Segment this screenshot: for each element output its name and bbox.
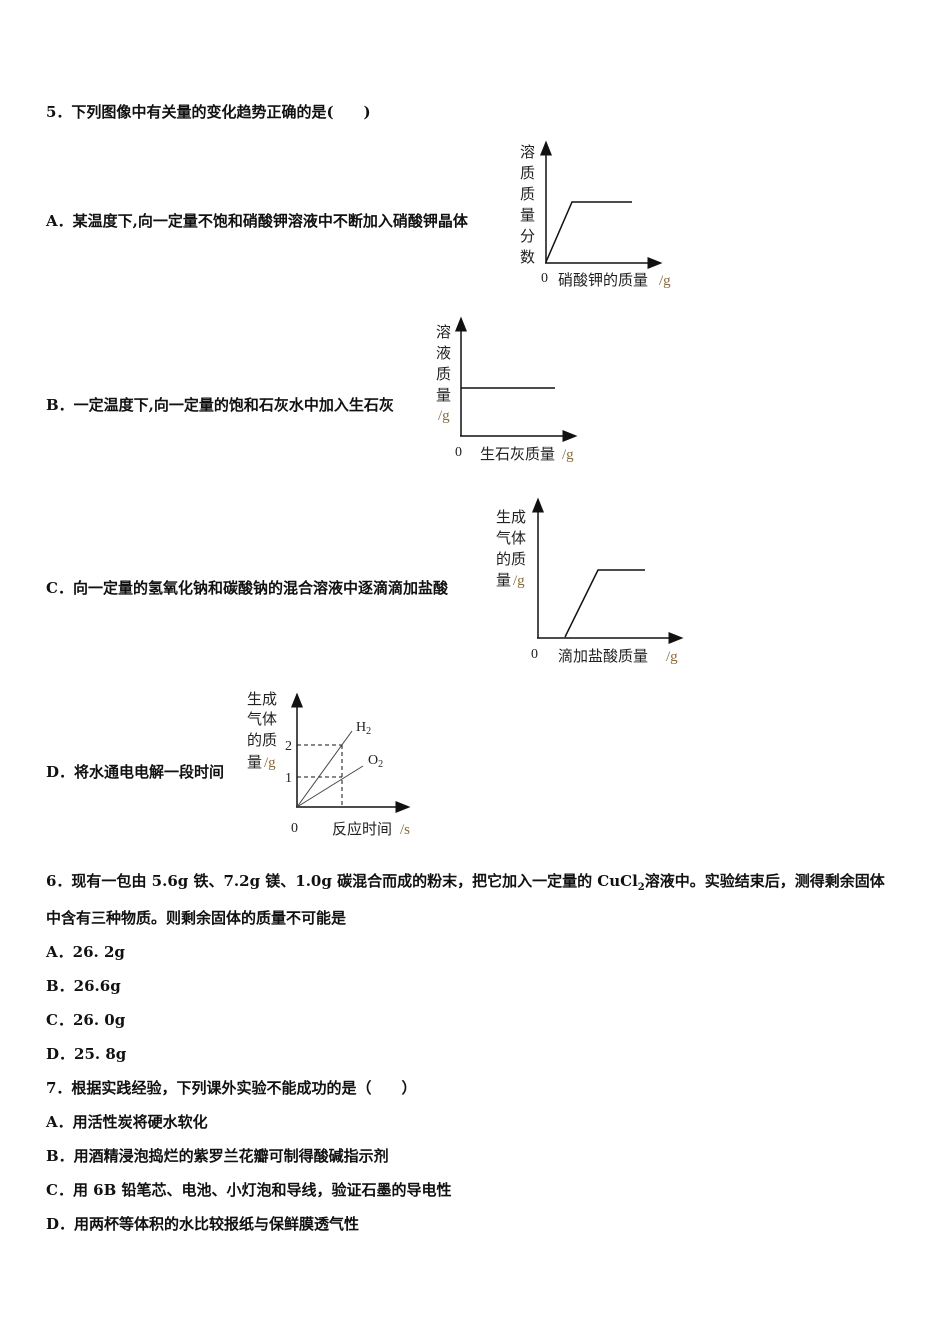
svg-text:/g: /g	[264, 755, 276, 771]
svg-text:溶: 溶	[520, 143, 535, 161]
svg-text:质: 质	[520, 164, 535, 182]
chart-d-ytick-1: 1	[285, 771, 292, 786]
svg-text:质: 质	[436, 365, 451, 383]
chart-b-ylabel: 溶 液 质 量 /g	[436, 323, 451, 424]
chart-d-h2-line	[296, 730, 353, 808]
q6-stem-line2: 中含有三种物质。则剩余固体的质量不可能是	[46, 909, 347, 927]
svg-text:气体: 气体	[496, 529, 526, 547]
chart-c-ylabel: 生成 气体 的质 量 /g	[496, 508, 526, 589]
q6-stem-line1: 6．现有一包由 5.6g 铁、7.2g 镁、1.0g 碳混合而成的粉末，把它加入…	[46, 872, 885, 893]
chart-a-xunit: /g	[659, 273, 671, 289]
chart-b-origin: 0	[455, 445, 462, 460]
q6-option-a: A．26. 2g	[46, 943, 125, 961]
chart-a-ylabel: 溶 质 质 量 分 数	[520, 143, 535, 266]
q6-option-d: D．25. 8g	[46, 1045, 127, 1063]
svg-text:量: 量	[247, 753, 262, 771]
chart-d-ylabel: 生成 气体 的质 量 /g	[247, 690, 277, 771]
q7-option-d: D．用两杯等体积的水比较报纸与保鲜膜透气性	[46, 1215, 360, 1233]
svg-text:溶: 溶	[436, 323, 451, 341]
svg-text:量: 量	[520, 206, 535, 224]
q5-stem: 5．下列图像中有关量的变化趋势正确的是( )	[46, 103, 371, 121]
chart-d-xlabel: 反应时间	[332, 820, 392, 838]
chart-c-xlabel: 滴加盐酸质量	[558, 647, 648, 665]
chart-b-xlabel: 生石灰质量	[480, 445, 555, 463]
chart-c-origin: 0	[531, 647, 538, 662]
svg-text:质: 质	[520, 185, 535, 203]
chart-c-curve	[564, 569, 645, 638]
svg-text:的质: 的质	[247, 731, 277, 749]
chart-d-o2-label: O2	[368, 753, 383, 770]
chart-a-curve	[545, 201, 632, 263]
svg-text:/g: /g	[513, 573, 525, 589]
svg-text:量: 量	[496, 571, 511, 589]
q6-option-b: B．26.6g	[46, 977, 121, 995]
chart-d-xunit: /s	[400, 822, 410, 838]
q5-option-b: B．一定温度下,向一定量的饱和石灰水中加入生石灰	[46, 396, 394, 414]
chart-c-xunit: /g	[666, 649, 678, 665]
q5-option-d: D．将水通电电解一段时间	[46, 763, 225, 781]
svg-text:数: 数	[520, 248, 535, 266]
q7-option-c: C．用 6B 铅笔芯、电池、小灯泡和导线，验证石墨的导电性	[46, 1181, 452, 1199]
svg-text:生成: 生成	[496, 508, 526, 526]
chart-d-origin: 0	[291, 821, 298, 836]
svg-text:分: 分	[520, 227, 535, 245]
chart-a-xlabel: 硝酸钾的质量	[558, 271, 648, 289]
q6-option-c: C．26. 0g	[46, 1011, 126, 1029]
svg-text:的质: 的质	[496, 550, 526, 568]
q7-stem: 7．根据实践经验，下列课外实验不能成功的是（ ）	[46, 1079, 417, 1097]
chart-b-xunit: /g	[562, 447, 574, 463]
chart-d-o2-line	[296, 765, 364, 808]
svg-text:液: 液	[436, 344, 451, 362]
svg-text:量: 量	[436, 386, 451, 404]
q5-option-c: C．向一定量的氢氧化钠和碳酸钠的混合溶液中逐滴滴加盐酸	[46, 579, 448, 597]
svg-text:生成: 生成	[247, 690, 277, 708]
q7-option-b: B．用酒精浸泡捣烂的紫罗兰花瓣可制得酸碱指示剂	[46, 1147, 389, 1165]
q5-option-a: A．某温度下,向一定量不饱和硝酸钾溶液中不断加入硝酸钾晶体	[46, 212, 468, 230]
chart-a-origin: 0	[541, 271, 548, 286]
svg-text:气体: 气体	[247, 710, 277, 728]
chart-d-ytick-2: 2	[285, 739, 292, 754]
svg-text:/g: /g	[438, 408, 450, 424]
chart-d-h2-label: H2	[356, 720, 371, 737]
q7-option-a: A．用活性炭将硬水软化	[46, 1113, 208, 1131]
